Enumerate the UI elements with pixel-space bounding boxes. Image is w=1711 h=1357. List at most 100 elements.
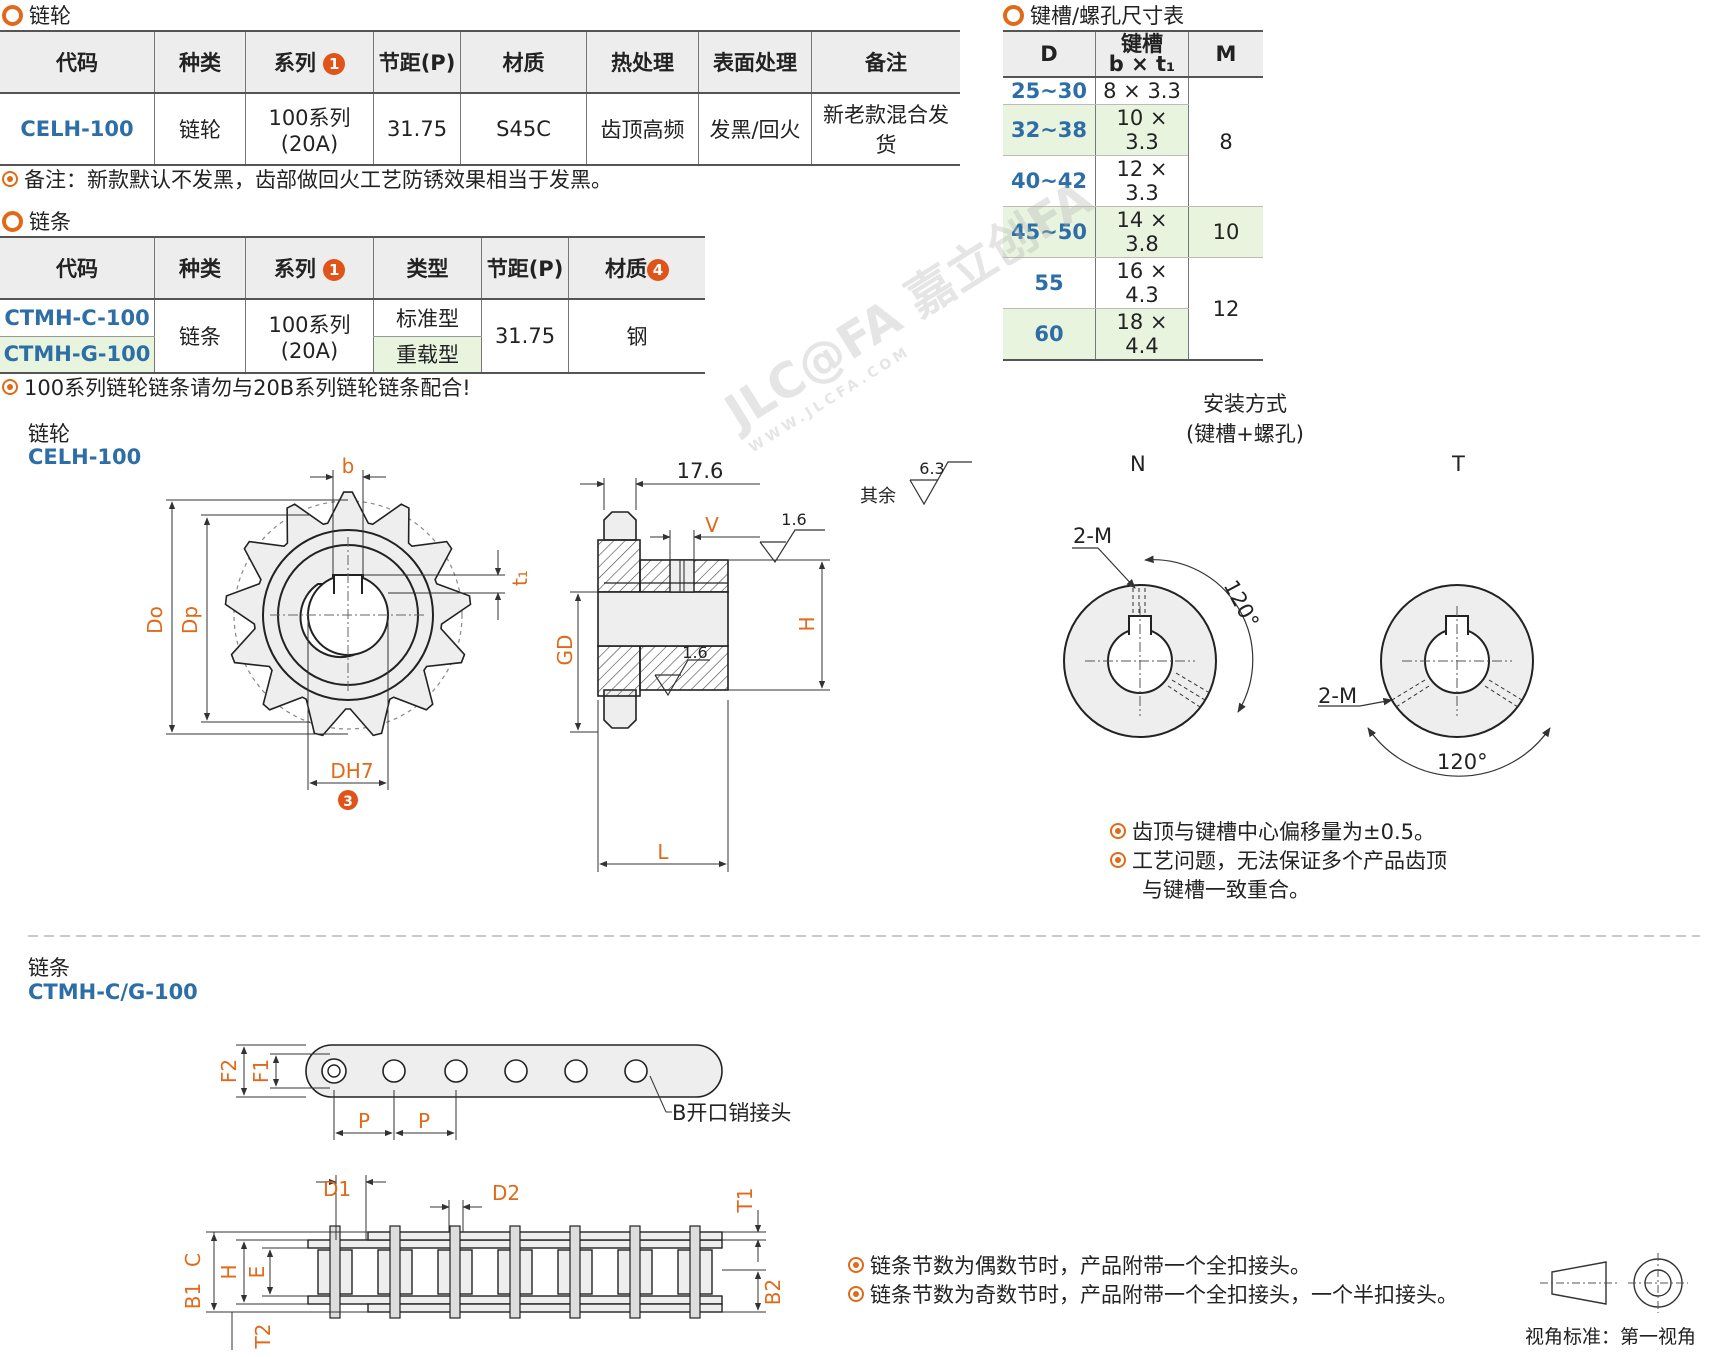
svg-text:T1: T1 xyxy=(733,1188,757,1214)
header-surface: 表面处理 xyxy=(698,30,812,94)
chain-pin-side xyxy=(449,1225,461,1319)
view-standard: 视角标准：第一视角 xyxy=(1525,1326,1697,1348)
svg-text:t₁: t₁ xyxy=(508,570,532,586)
install-n-view xyxy=(1063,547,1254,738)
svg-text:D2: D2 xyxy=(492,1181,520,1205)
svg-text:H: H xyxy=(217,1264,241,1279)
ring-bullet-icon xyxy=(2,4,23,26)
product-code-link[interactable]: CTMH-G-100 xyxy=(0,336,155,374)
chain-pin-side xyxy=(689,1225,701,1319)
svg-text:B开口销接头: B开口销接头 xyxy=(672,1101,791,1125)
chain-top-view: F2 F1 P P B开口销接头 xyxy=(217,1044,791,1140)
svg-text:Do: Do xyxy=(143,606,167,634)
sprocket-side-view: 17.6 V 1.6 1.6 GD H L 6.3 其余 xyxy=(553,459,972,872)
chain-note-2: 链条节数为奇数节时，产品附带一个全扣接头，一个半扣接头。 xyxy=(848,1279,1458,1309)
chain-pin xyxy=(564,1059,588,1083)
chain-pin xyxy=(382,1059,406,1083)
chain-section-title: 链条 xyxy=(2,206,71,236)
chain-pin-side xyxy=(329,1225,341,1319)
dot-bullet-icon xyxy=(848,1286,864,1302)
ring-bullet-icon xyxy=(2,210,23,232)
svg-text:1.6: 1.6 xyxy=(781,510,806,529)
chain-drawing-title: 链条 xyxy=(28,956,70,980)
chain-side-view: D1 D2 T1 B2 C H E B1 T2 xyxy=(181,1175,785,1350)
install-note-1: 齿顶与键槽中心偏移量为±0.5。 xyxy=(1110,816,1435,846)
svg-text:C: C xyxy=(181,1253,205,1267)
svg-text:P: P xyxy=(418,1109,430,1133)
sprocket-drawing-title: 链轮 xyxy=(28,422,70,446)
chain-pin-side xyxy=(629,1225,641,1319)
chain-pin-inner xyxy=(327,1064,341,1078)
svg-text:DH7: DH7 xyxy=(330,759,373,783)
badge-1-icon: 1 xyxy=(323,53,346,75)
table-header-row: 代码 种类 系列 1 节距(P) 材质 热处理 表面处理 备注 xyxy=(0,30,960,94)
badge-3-icon: 3 xyxy=(343,794,353,810)
install-note-2: 工艺问题，无法保证多个产品齿顶 xyxy=(1110,845,1447,875)
header-remark: 备注 xyxy=(811,30,960,94)
badge-4-icon: 4 xyxy=(647,259,669,281)
dot-bullet-icon xyxy=(2,171,18,187)
install-t-view xyxy=(1318,584,1551,777)
keyway-table-title: 键槽/螺孔尺寸表 xyxy=(1003,0,1184,30)
svg-text:P: P xyxy=(358,1109,370,1133)
svg-text:B1: B1 xyxy=(181,1283,205,1309)
chain-drawing-code: CTMH-C/G-100 xyxy=(28,980,198,1004)
install-note-3: 与键槽一致重合。 xyxy=(1142,878,1310,902)
svg-text:GD: GD xyxy=(553,635,577,666)
chain-pin xyxy=(504,1059,528,1083)
header-series: 系列 1 xyxy=(245,30,374,94)
svg-text:L: L xyxy=(657,840,669,864)
dot-bullet-icon xyxy=(848,1257,864,1273)
hole-n-label: 2-M xyxy=(1073,524,1113,548)
install-n-label: N xyxy=(1130,452,1146,476)
table-row: CELH-100 链轮 100系列(20A) 31.75 S45C 齿顶高频 发… xyxy=(0,93,960,166)
svg-text:1.6: 1.6 xyxy=(682,643,707,662)
chain-note-1: 链条节数为偶数节时，产品附带一个全扣接头。 xyxy=(848,1250,1311,1280)
svg-text:F1: F1 xyxy=(249,1059,273,1083)
product-code-link[interactable]: CTMH-C-100 xyxy=(0,299,155,337)
table-row: CTMH-C-100 链条 100系列(20A) 标准型 31.75 钢 xyxy=(0,299,705,374)
hole-t-label: 2-M xyxy=(1318,684,1358,708)
install-t-label: T xyxy=(1452,452,1465,476)
chain-pin-side xyxy=(509,1225,521,1319)
sprocket-section-title: 链轮 xyxy=(2,0,71,30)
sprocket-front-view: 3 b t₁ Do Dp DH7 xyxy=(143,454,532,810)
svg-text:其余: 其余 xyxy=(860,486,896,507)
svg-text:Dp: Dp xyxy=(178,606,202,634)
svg-text:B2: B2 xyxy=(761,1279,785,1305)
header-material: 材质 xyxy=(460,30,587,94)
svg-text:b: b xyxy=(342,454,355,478)
svg-text:D1: D1 xyxy=(323,1177,351,1201)
angle-t-label: 120° xyxy=(1437,750,1488,774)
sprocket-note: 备注：新款默认不发黑，齿部做回火工艺防锈效果相当于发黑。 xyxy=(2,164,612,194)
chain-pin xyxy=(444,1059,468,1083)
product-code-link[interactable]: CELH-100 xyxy=(0,93,155,166)
sprocket-spec-table: 代码 种类 系列 1 节距(P) 材质 热处理 表面处理 备注 CELH-100… xyxy=(0,30,960,166)
header-pitch: 节距(P) xyxy=(373,30,461,94)
header-kind: 种类 xyxy=(154,30,246,94)
svg-text:F2: F2 xyxy=(217,1059,241,1083)
svg-text:6.3: 6.3 xyxy=(919,459,944,478)
chain-pin xyxy=(624,1059,648,1083)
svg-text:H: H xyxy=(795,616,819,631)
projection-symbol-icon xyxy=(1540,1253,1688,1313)
ring-bullet-icon xyxy=(1003,4,1024,26)
chain-pin-side xyxy=(389,1225,401,1319)
header-heat: 热处理 xyxy=(586,30,699,94)
chain-note: 100系列链轮链条请勿与20B系列链轮链条配合! xyxy=(2,372,471,402)
sprocket-drawing-code: CELH-100 xyxy=(28,445,142,469)
svg-text:T2: T2 xyxy=(251,1324,275,1350)
dot-bullet-icon xyxy=(2,379,18,395)
svg-text:17.6: 17.6 xyxy=(677,459,724,483)
badge-1-icon: 1 xyxy=(323,259,346,281)
header-code: 代码 xyxy=(0,30,155,94)
install-title: 安装方式 (键槽+螺孔) xyxy=(1186,392,1304,446)
chain-pin-side xyxy=(569,1225,581,1319)
dot-bullet-icon xyxy=(1110,852,1126,868)
svg-text:V: V xyxy=(705,513,719,537)
dot-bullet-icon xyxy=(1110,823,1126,839)
